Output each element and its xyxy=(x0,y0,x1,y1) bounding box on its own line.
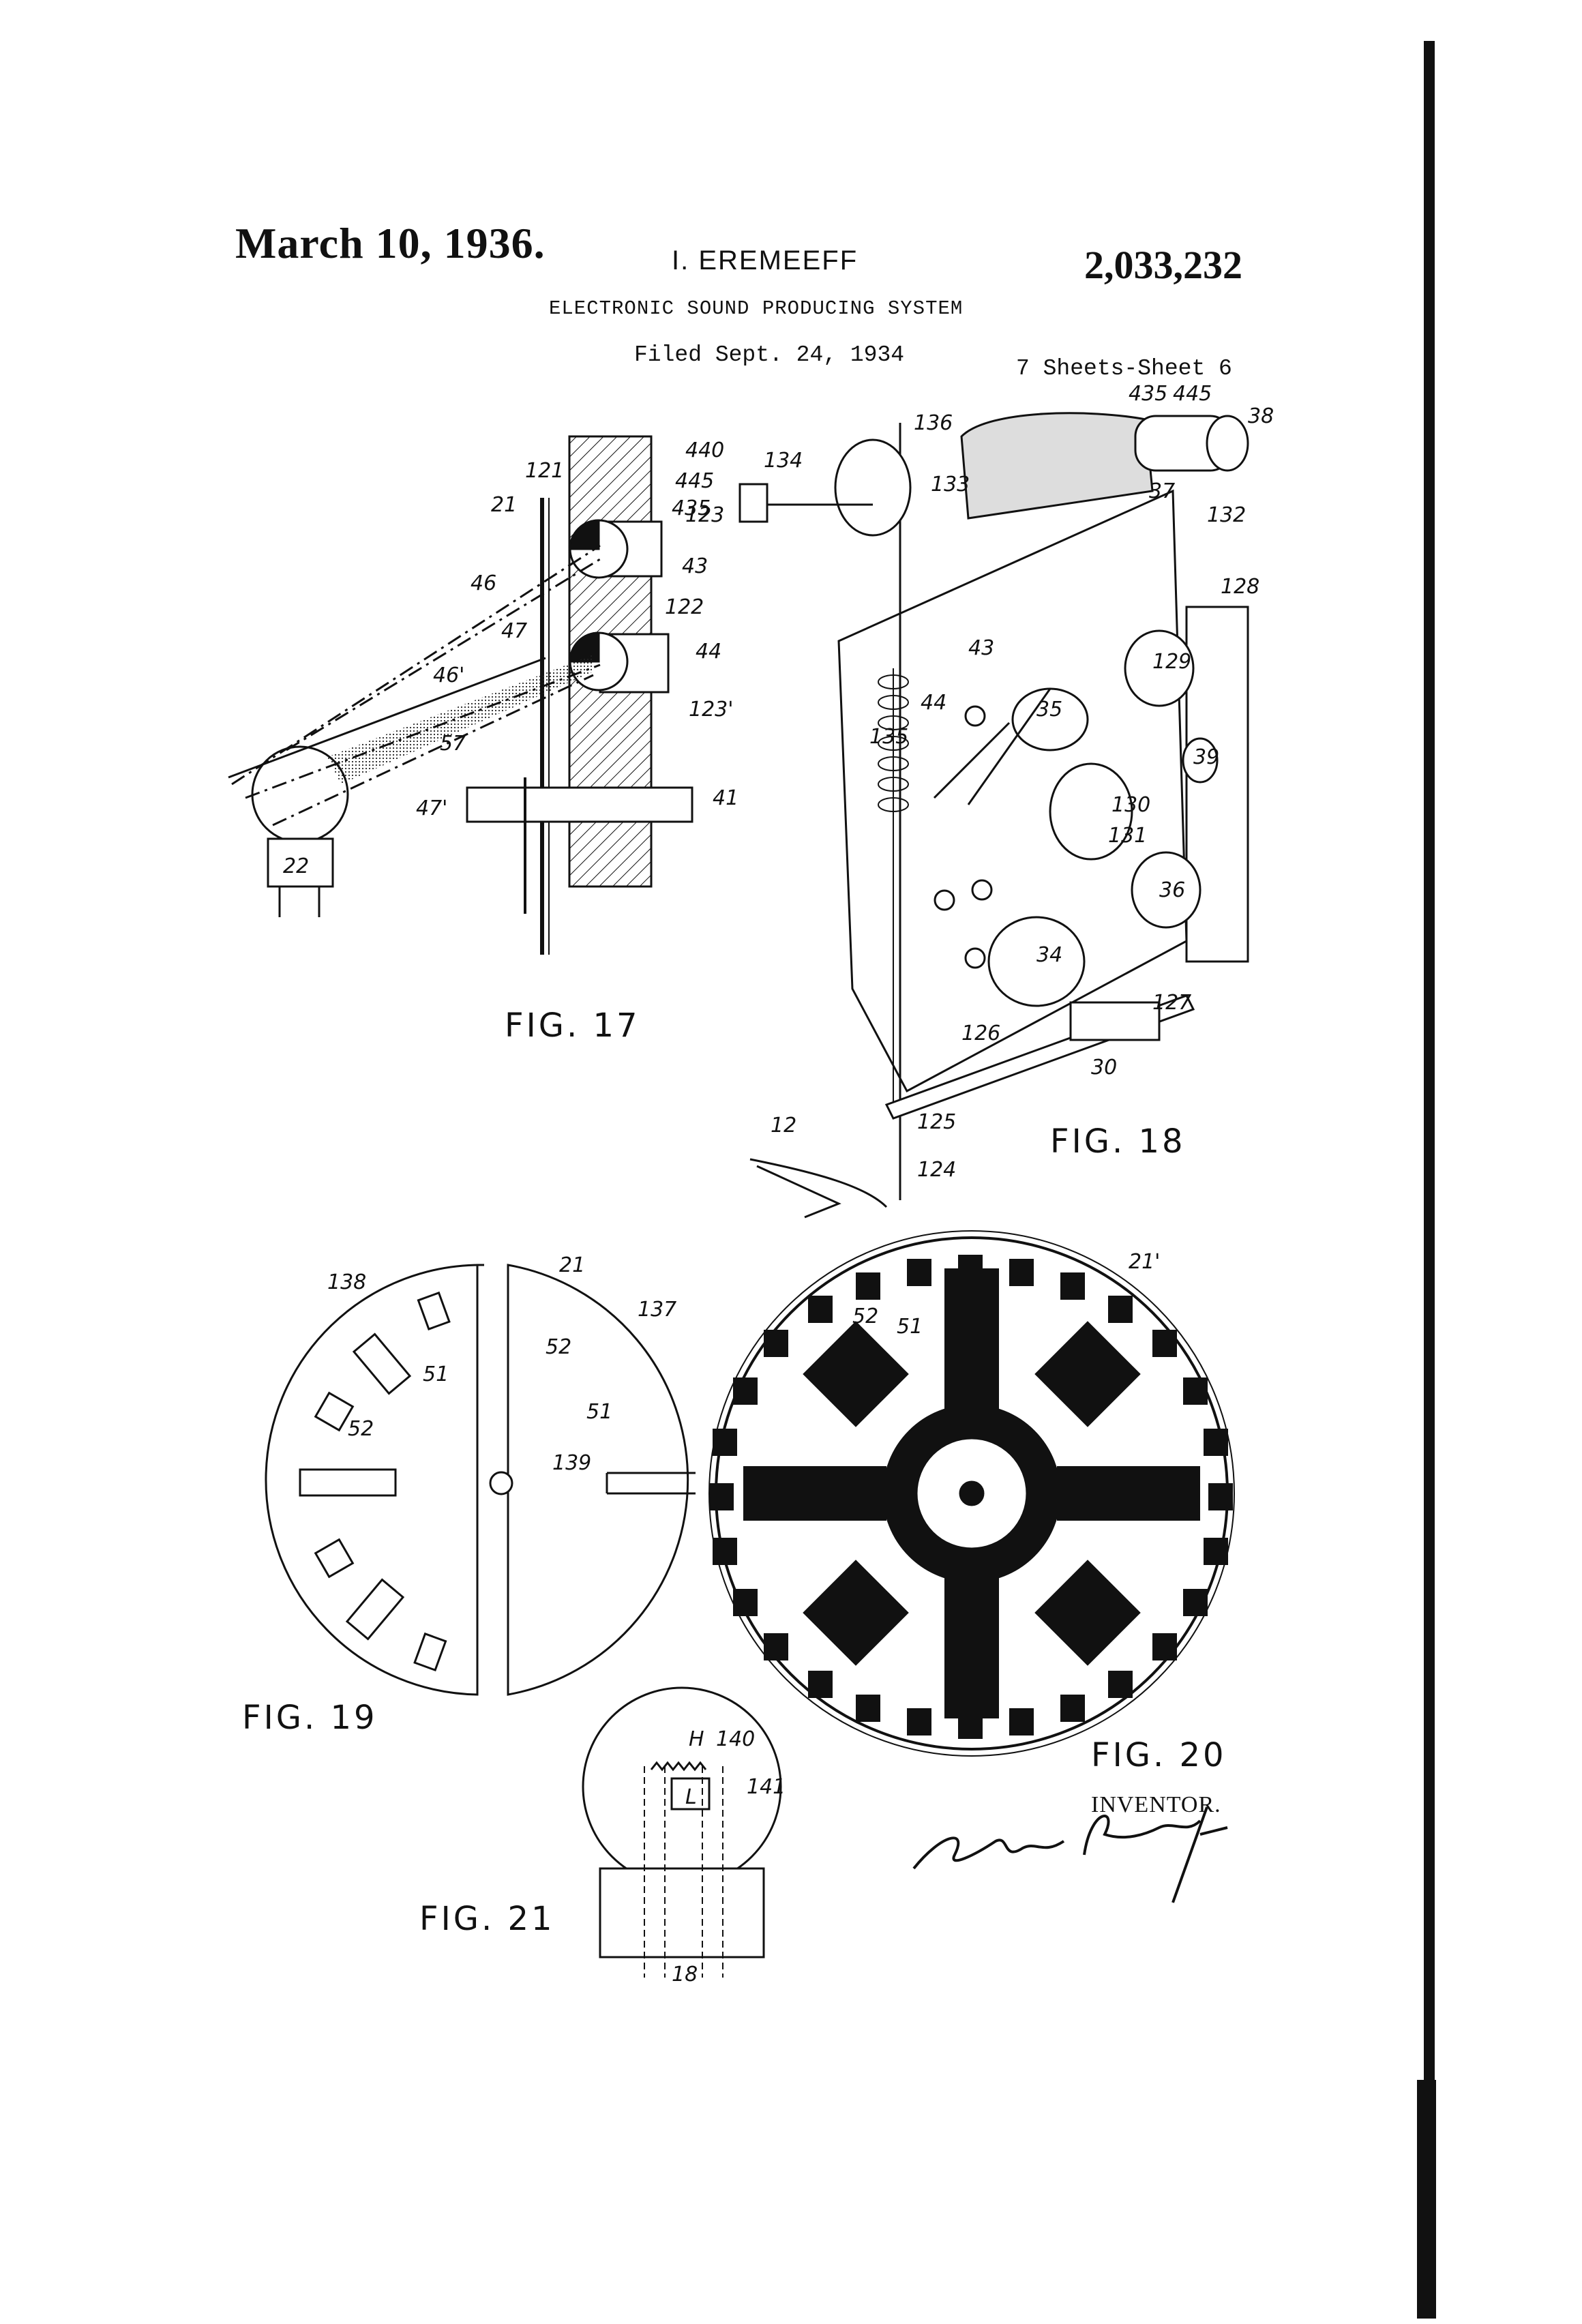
ref-125: 125 xyxy=(917,1110,956,1134)
ref-138: 138 xyxy=(327,1270,366,1294)
ref-18: 18 xyxy=(672,1963,698,1986)
ref-139: 139 xyxy=(552,1451,591,1475)
figure-19 xyxy=(265,1264,696,1696)
ref-47-prime: 47' xyxy=(416,796,447,820)
patent-title: ELECTRONIC SOUND PRODUCING SYSTEM xyxy=(549,297,964,320)
inventor-caption: INVENTOR. xyxy=(1091,1792,1221,1817)
ref-44: 44 xyxy=(696,640,721,664)
ref-51: 51 xyxy=(423,1362,449,1386)
reference-numerals: 121 21 46 47 46' 57 47' 22 123 43 122 44… xyxy=(283,382,1274,1986)
figure-18: FIG. 18 xyxy=(738,412,1249,1219)
ref-126: 126 xyxy=(961,1022,1000,1045)
fig19-label: FIG. 19 xyxy=(242,1699,378,1737)
binding-edge-foot xyxy=(1417,2080,1436,2319)
ref-35: 35 xyxy=(1036,698,1062,721)
ref-129: 129 xyxy=(1152,650,1191,674)
ref-123-prime: 123' xyxy=(689,698,734,721)
ref-37: 37 xyxy=(1149,479,1175,503)
figure-20 xyxy=(708,1230,1235,1757)
ref-L: L xyxy=(685,1785,697,1809)
ref-43: 43 xyxy=(682,554,708,578)
ref-440: 440 xyxy=(685,438,724,462)
ref-135: 135 xyxy=(869,725,908,749)
ref-H: H xyxy=(689,1727,704,1751)
ref-127: 127 xyxy=(1152,991,1191,1015)
ref-46: 46 xyxy=(471,571,496,595)
ref-57: 57 xyxy=(440,732,466,756)
ref-52: 52 xyxy=(348,1417,374,1441)
patent-date: March 10, 1936. xyxy=(235,219,546,267)
ref-124: 124 xyxy=(917,1158,956,1182)
ref-44-b: 44 xyxy=(921,691,946,715)
ref-133: 133 xyxy=(931,473,970,496)
ref-121: 121 xyxy=(525,459,564,483)
inventor-signature xyxy=(912,1806,1228,1903)
fig18-label: FIG. 18 xyxy=(1050,1122,1186,1161)
ref-122: 122 xyxy=(665,595,704,619)
ref-123: 123 xyxy=(685,503,724,527)
figure-21 xyxy=(582,1686,782,1978)
ref-140: 140 xyxy=(716,1727,755,1751)
ref-134: 134 xyxy=(764,449,803,473)
ref-38: 38 xyxy=(1248,404,1274,428)
figure-17: FIG. 17 xyxy=(228,435,693,1045)
ref-47: 47 xyxy=(501,619,527,643)
ref-435-b: 435 xyxy=(1129,382,1167,406)
ref-43-b: 43 xyxy=(968,636,994,660)
ref-41: 41 xyxy=(713,786,738,810)
ref-21-b: 21 xyxy=(559,1253,585,1277)
ref-21-prime: 21' xyxy=(1129,1250,1160,1274)
ref-445-b: 445 xyxy=(1173,382,1212,406)
ref-21: 21 xyxy=(491,493,517,517)
ref-52-c: 52 xyxy=(852,1305,878,1328)
patent-number: 2,033,232 xyxy=(1084,243,1242,287)
ref-36: 36 xyxy=(1159,878,1185,902)
inventor-name: I. EREMEEFF xyxy=(672,245,859,275)
ref-34: 34 xyxy=(1036,943,1062,967)
ref-12: 12 xyxy=(771,1114,796,1137)
binding-edge xyxy=(1424,41,1435,2319)
ref-39: 39 xyxy=(1193,745,1219,769)
filing-date: Filed Sept. 24, 1934 xyxy=(634,342,905,368)
ref-435: 435 xyxy=(672,496,711,520)
fig20-label: FIG. 20 xyxy=(1091,1736,1227,1774)
ref-137: 137 xyxy=(638,1298,676,1322)
fig17-label: FIG. 17 xyxy=(505,1007,640,1045)
ref-51-c: 51 xyxy=(897,1315,923,1339)
ref-132: 132 xyxy=(1207,503,1246,527)
ref-445: 445 xyxy=(675,469,714,493)
ref-52-b: 52 xyxy=(546,1335,571,1359)
sheet-count: 7 Sheets-Sheet 6 xyxy=(1016,356,1232,381)
fig21-label: FIG. 21 xyxy=(419,1900,555,1938)
ref-141: 141 xyxy=(747,1775,786,1799)
ref-51-b: 51 xyxy=(586,1400,612,1424)
ref-136: 136 xyxy=(914,411,953,435)
ref-46-prime: 46' xyxy=(433,664,464,687)
ref-22: 22 xyxy=(283,854,309,878)
ref-128: 128 xyxy=(1221,575,1259,599)
ref-131: 131 xyxy=(1108,824,1147,848)
ref-130: 130 xyxy=(1111,793,1150,817)
ref-30: 30 xyxy=(1091,1056,1117,1079)
